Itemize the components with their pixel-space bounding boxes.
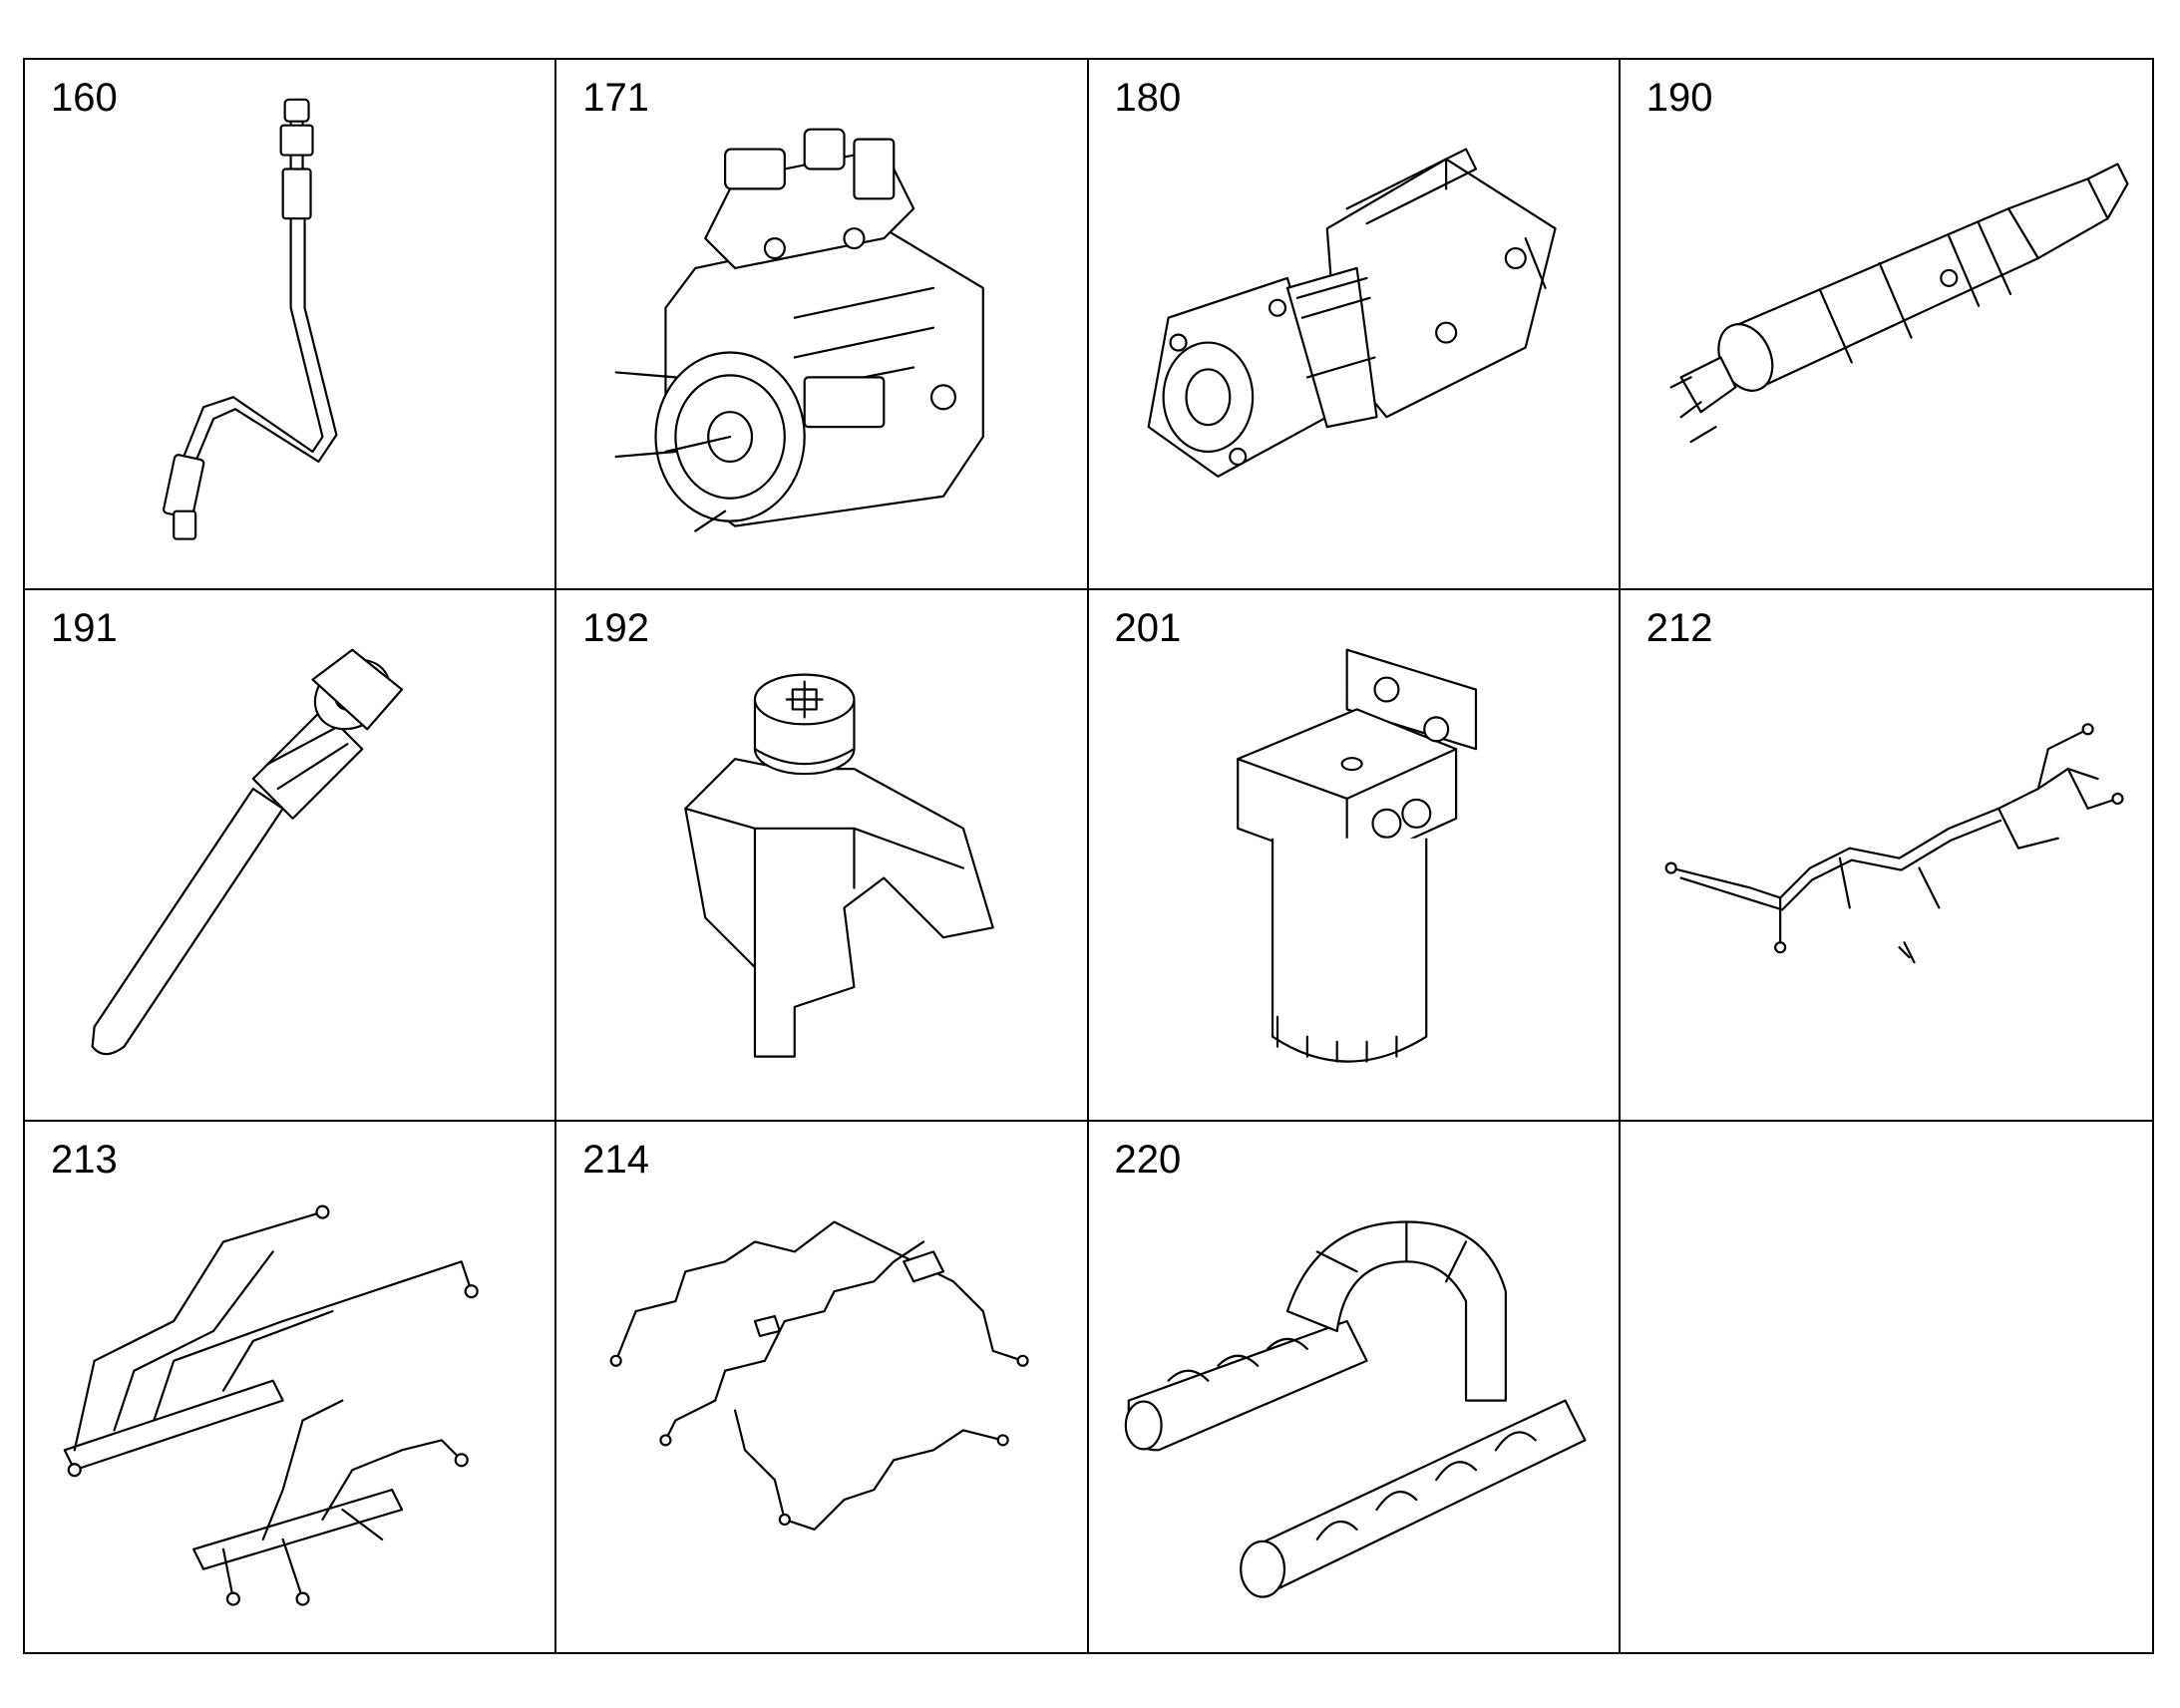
part-number: 201 (1114, 606, 1182, 651)
clamp-icon (556, 590, 1086, 1119)
part-number: 160 (51, 76, 118, 120)
part-number: 190 (1645, 76, 1713, 120)
part-cell-190[interactable]: 190 (1620, 60, 2152, 591)
part-cell-213[interactable]: 213 (25, 1121, 557, 1652)
part-number: 214 (582, 1137, 649, 1182)
part-number: 171 (582, 76, 649, 120)
part-cell-191[interactable]: 191 (25, 590, 557, 1122)
injector-nozzle-icon (25, 590, 554, 1119)
part-cell-180[interactable]: 180 (1088, 60, 1621, 591)
fuel-line-set-icon (1621, 590, 2152, 1119)
part-number: 220 (1114, 1137, 1182, 1182)
parts-grid: 160 171 (23, 58, 2154, 1654)
fuel-line-icon (25, 60, 554, 588)
fuel-filter-icon (1089, 590, 1619, 1119)
fuel-rail-lines-icon (25, 1122, 554, 1652)
part-number: 192 (582, 606, 649, 651)
injector-icon (1621, 60, 2152, 588)
pump-housing-icon (1089, 60, 1619, 588)
part-cell-160[interactable]: 160 (25, 60, 557, 591)
part-number: 180 (1114, 76, 1182, 120)
part-number: 212 (1645, 606, 1713, 651)
part-cell-212[interactable]: 212 (1620, 590, 2152, 1122)
part-cell-192[interactable]: 192 (556, 590, 1089, 1122)
part-number: 191 (51, 606, 118, 651)
part-cell-220[interactable]: 220 (1088, 1121, 1621, 1652)
intake-manifold-icon (1089, 1122, 1619, 1652)
leak-off-lines-icon (556, 1122, 1086, 1652)
empty-cell (1620, 1121, 2152, 1652)
high-pressure-pump-icon (556, 60, 1086, 588)
part-cell-171[interactable]: 171 (556, 60, 1089, 591)
part-number: 213 (51, 1137, 118, 1182)
part-cell-214[interactable]: 214 (556, 1121, 1089, 1652)
part-cell-201[interactable]: 201 (1088, 590, 1621, 1122)
